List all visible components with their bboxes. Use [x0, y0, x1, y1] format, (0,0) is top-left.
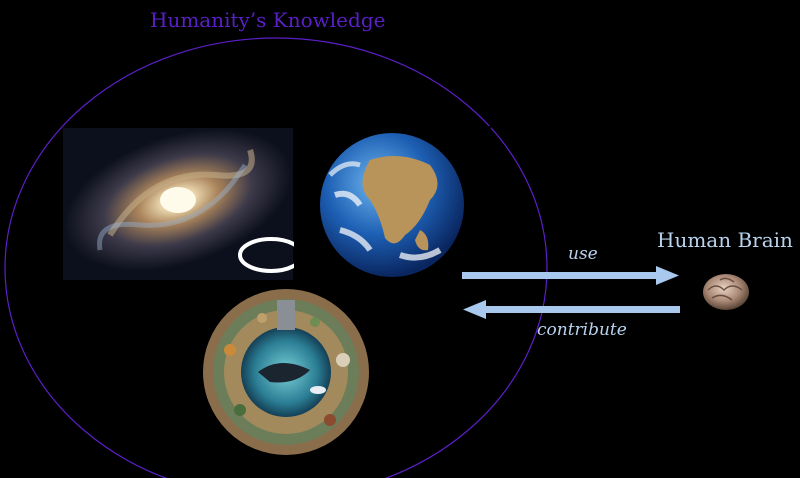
contribute-arrow: [463, 300, 680, 319]
use-arrow: [462, 266, 679, 285]
diagram-title: Humanity’s Knowledge: [150, 8, 386, 32]
brain-image: [703, 274, 749, 310]
biodiversity-image: [203, 289, 369, 455]
contribute-label: contribute: [537, 320, 627, 340]
galaxy-image: [63, 128, 293, 280]
human-brain-label: Human Brain: [657, 228, 793, 252]
knowledge-ellipse: [4, 37, 548, 478]
use-label: use: [568, 244, 598, 264]
earth-image: [294, 126, 491, 284]
